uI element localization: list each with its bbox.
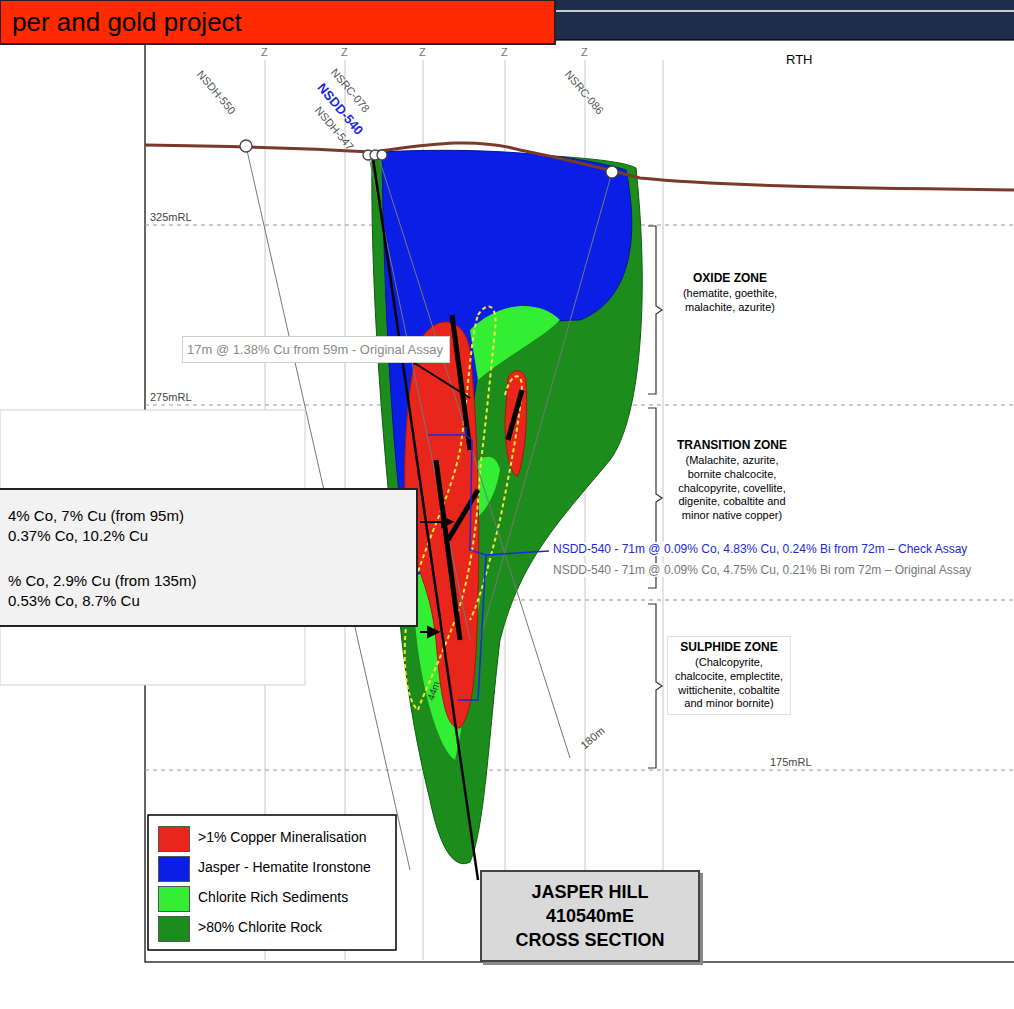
title-text: per and gold project: [12, 7, 242, 38]
node-text: % Co, 2.9% Cu (from 135m): [8, 571, 408, 591]
section-label: Z: [501, 46, 508, 58]
header-bar: [555, 0, 1014, 40]
section-label: Z: [581, 46, 588, 58]
node-heading: OXIDE ZONE: [669, 271, 791, 285]
leader-line: [486, 551, 549, 555]
legend-swatch: [158, 856, 190, 882]
node-text: (Chalcopyrite, chalcocite, emplectite, w…: [670, 656, 788, 711]
section-label: Z: [341, 46, 348, 58]
node-text: (Malachite, azurite, bornite chalcocite,…: [669, 454, 795, 523]
zone-label: SULPHIDE ZONE (Chalcopyrite, chalcocite, …: [667, 636, 791, 715]
topography: [145, 143, 1014, 190]
node-heading: JASPER HILL 410540mE CROSS SECTION: [515, 880, 665, 952]
node-heading: TRANSITION ZONE: [669, 438, 795, 452]
legend-text: >1% Copper Mineralisation: [198, 829, 366, 845]
legend-frame: [148, 815, 396, 950]
legend-swatch: [158, 916, 190, 942]
section-label: 275mRL: [150, 391, 192, 403]
legend-text: Jasper - Hematite Ironstone: [198, 859, 371, 875]
node-text: (hematite, goethite, malachite, azurite): [669, 287, 791, 315]
section-label: 175mRL: [770, 756, 812, 768]
section-label: RTH: [786, 52, 812, 67]
chlorite-sediments: [470, 306, 560, 380]
collars: [240, 140, 618, 178]
section-label: NSDD-540 - 71m @ 0.09% Co, 4.83% Cu, 0.2…: [553, 542, 967, 556]
legend-text: >80% Chlorite Rock: [198, 919, 322, 935]
intercepts: [436, 315, 522, 640]
assay-callout: 17m @ 1.38% Cu from 59m - Original Assay: [182, 336, 450, 363]
title-banner: [0, 0, 555, 44]
node-heading: 17m @ 1.38% Cu from 59m - Original Assay: [187, 342, 445, 357]
section-title-box: JASPER HILL 410540mE CROSS SECTION: [480, 870, 700, 962]
node-text: 0.53% Co, 8.7% Cu: [8, 591, 408, 611]
section-label: Z: [261, 46, 268, 58]
section-label: 325mRL: [150, 211, 192, 223]
interval-outline: [428, 427, 486, 700]
legend-swatch: [158, 826, 190, 852]
assay-callout: 4% Co, 7% Cu (from 95m)0.37% Co, 10.2% C…: [0, 488, 418, 627]
zone-label: TRANSITION ZONE (Malachite, azurite, born…: [667, 435, 797, 526]
section-label: Z: [419, 46, 426, 58]
node-heading: 4% Co, 7% Cu (from 95m): [8, 506, 408, 526]
zone-braces: [648, 226, 662, 768]
section-label: NSDD-540 - 71m @ 0.09% Co, 4.75% Cu, 0.2…: [553, 563, 971, 577]
zone-label: OXIDE ZONE (hematite, goethite, malachite…: [667, 268, 793, 318]
grade-outline: [405, 307, 496, 710]
legend-swatch: [158, 886, 190, 912]
node-heading: SULPHIDE ZONE: [670, 640, 788, 654]
legend-text: Chlorite Rich Sediments: [198, 889, 348, 905]
node-text: 0.37% Co, 10.2% Cu: [8, 526, 408, 546]
